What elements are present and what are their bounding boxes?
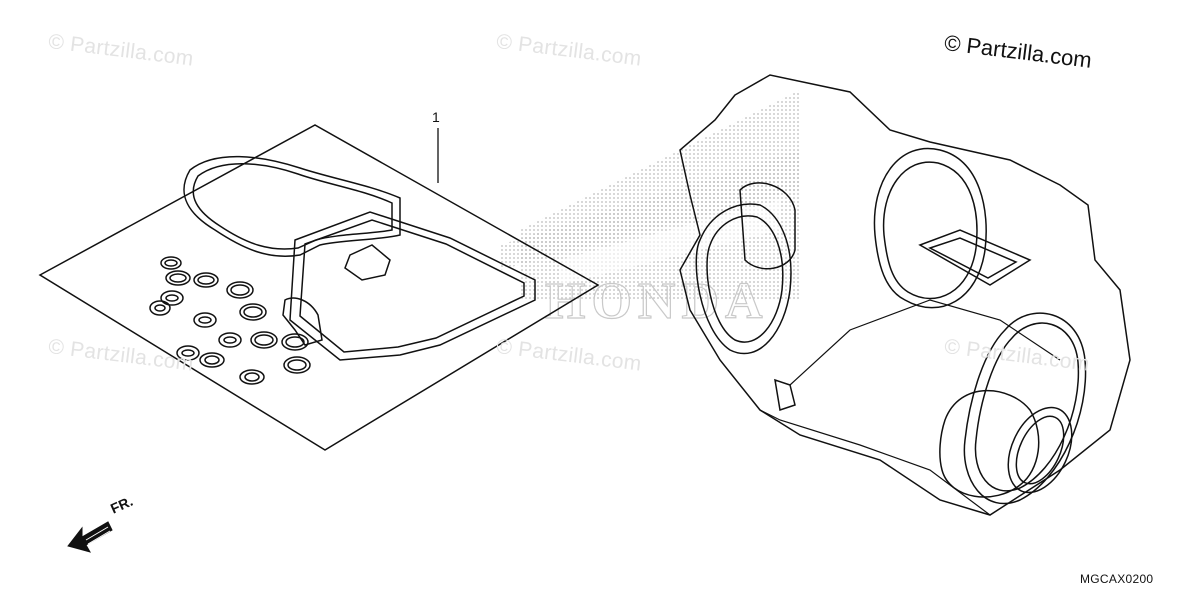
diagram-code: MGCAX0200	[1080, 572, 1154, 586]
engine-block-illustration	[679, 74, 1131, 516]
part-callout-number[interactable]: 1	[432, 109, 440, 125]
gasket-kit-sheet[interactable]	[38, 124, 600, 451]
front-direction-arrow-icon	[67, 521, 113, 553]
svg-text:HONDA: HONDA	[545, 273, 769, 330]
honda-wing-logo: HONDA	[500, 90, 800, 331]
